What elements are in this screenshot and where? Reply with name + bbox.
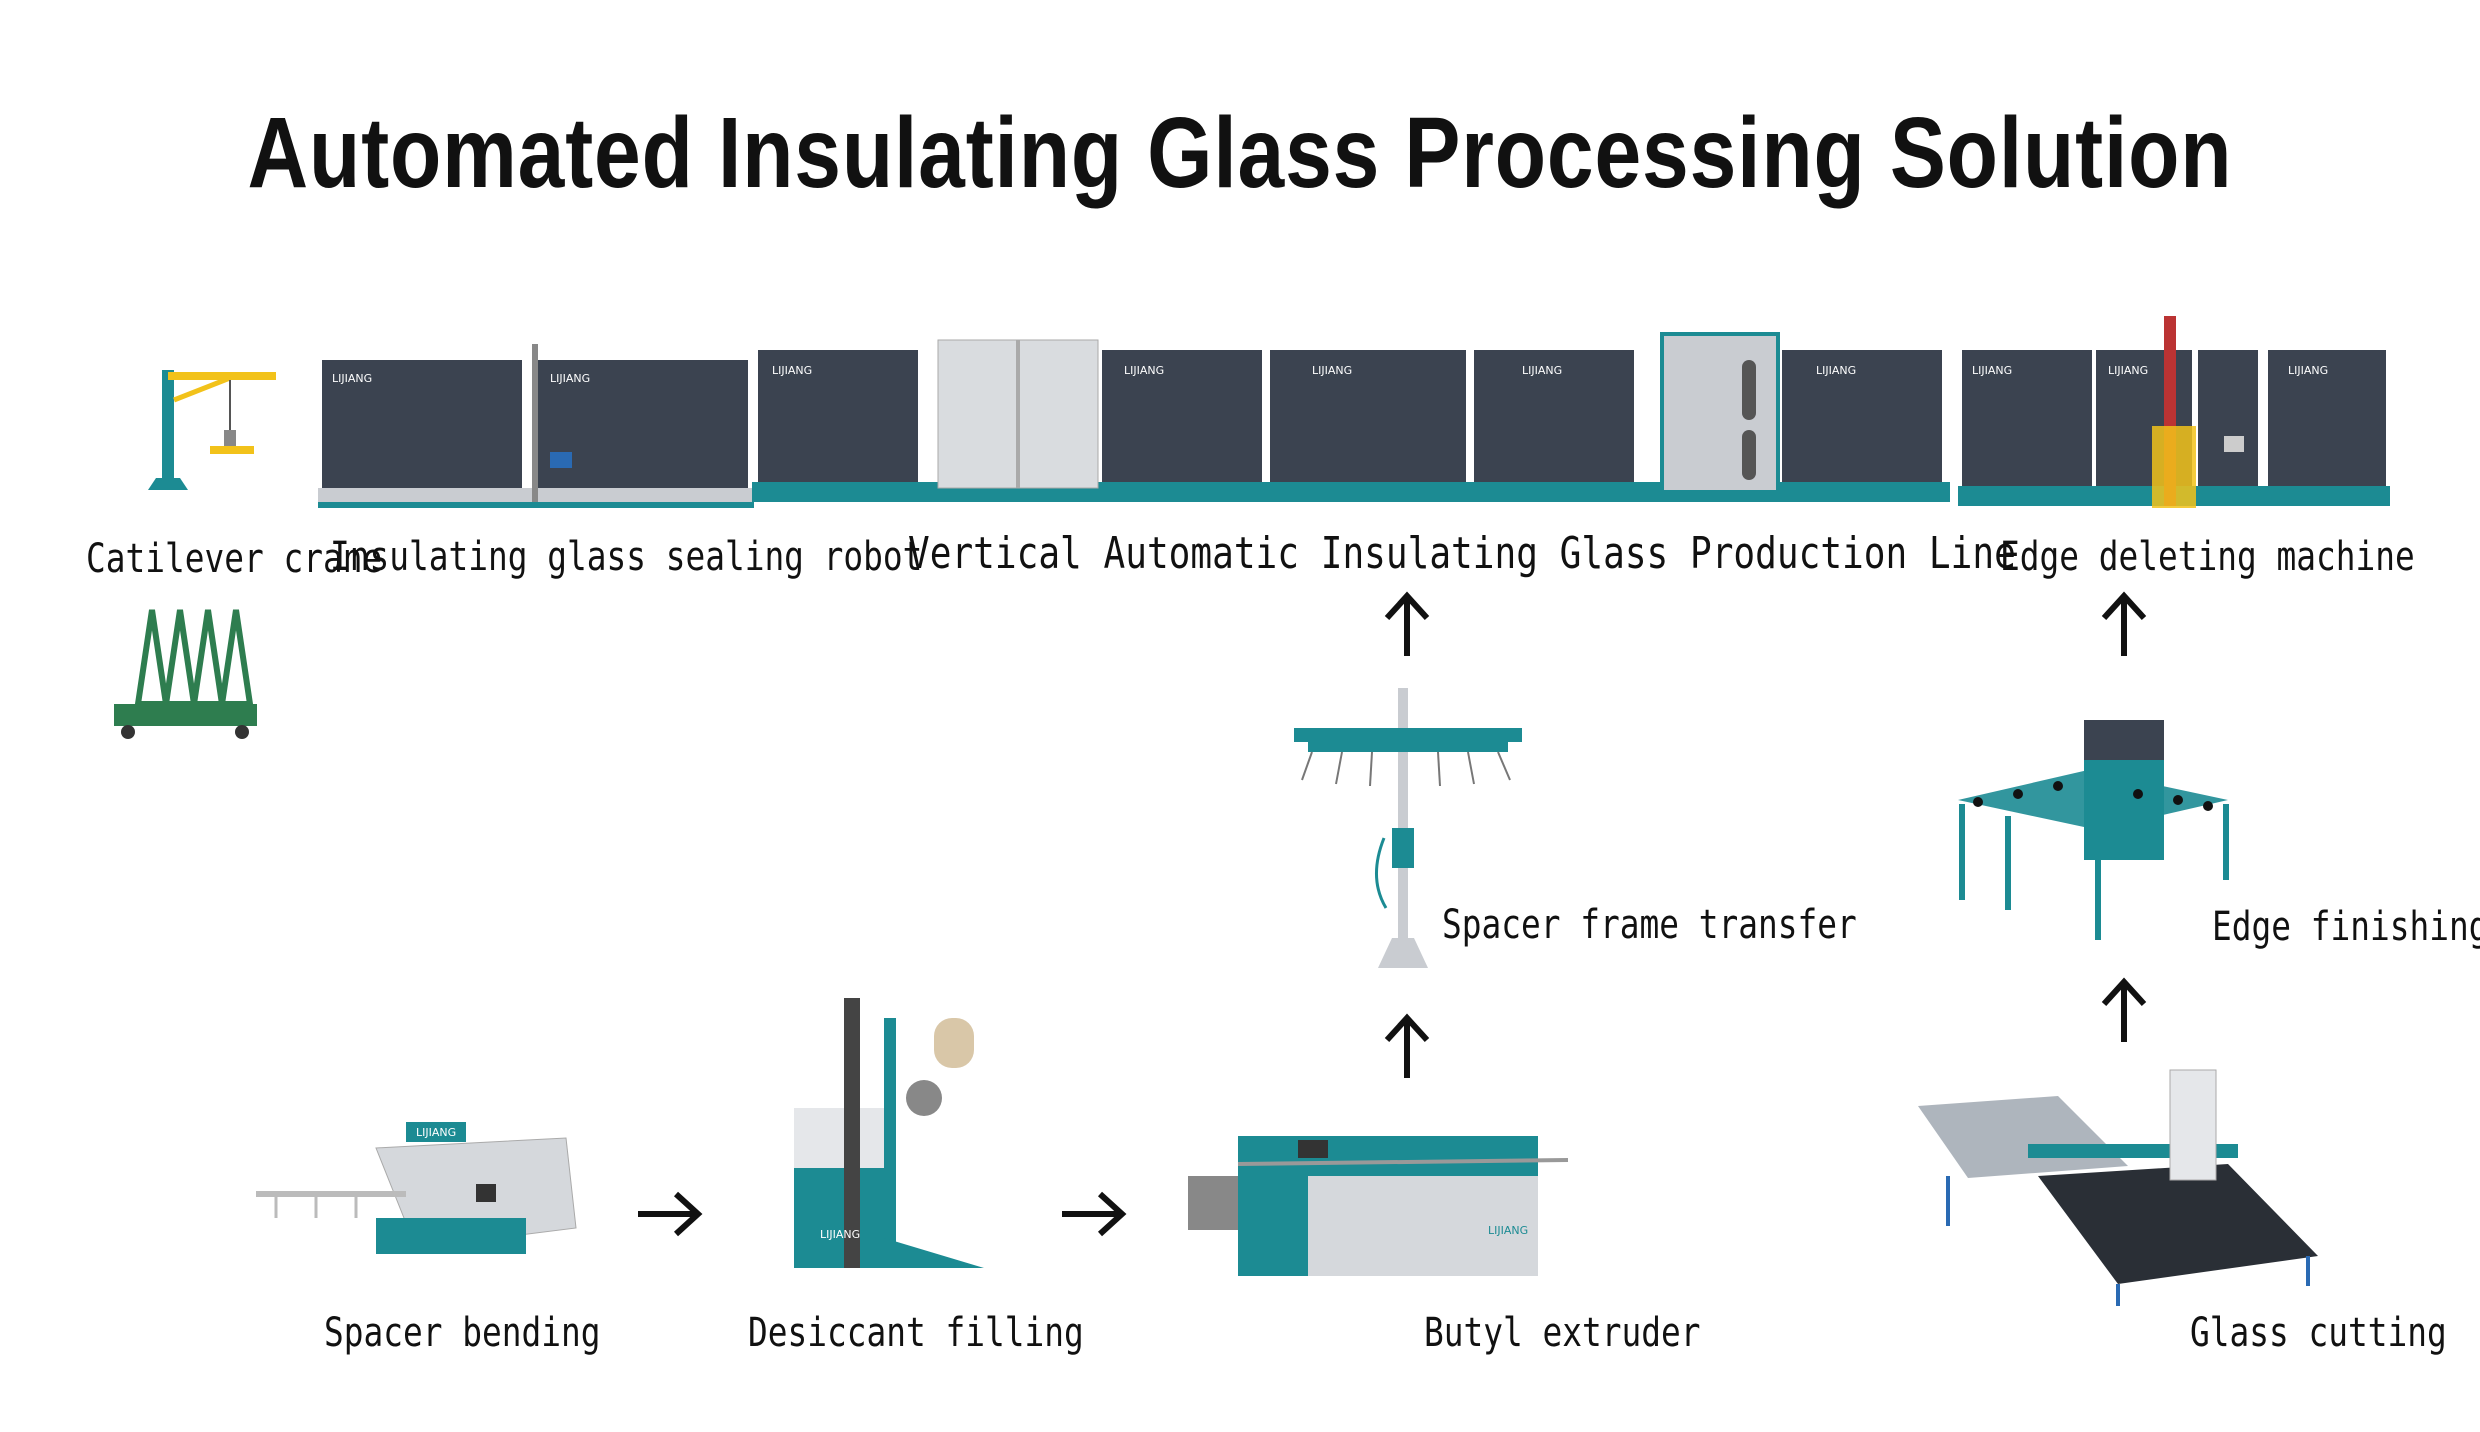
arrow-up-icon xyxy=(1384,591,1430,656)
brand-logo-11: LIJIANG xyxy=(416,1126,456,1139)
glass-cutting-table-image xyxy=(1918,1069,2318,1306)
label-spacer-bending: Spacer bending xyxy=(324,1310,601,1356)
brand-logo-5: LIJIANG xyxy=(1312,364,1352,377)
sealing-robot-image: LIJIANG LIJIANG xyxy=(318,344,754,508)
label-crane: Catilever crane xyxy=(86,536,383,582)
spacer-bending-machine-image: LIJIANG xyxy=(256,1122,577,1254)
label-desiccant: Desiccant filling xyxy=(748,1310,1084,1356)
arrow-right-icon xyxy=(1062,1191,1127,1237)
brand-logo-10: LIJIANG xyxy=(2288,364,2328,377)
production-line-image: LIJIANG LIJIANG LIJIANG LIJIANG LIJIANG xyxy=(752,332,1950,502)
brand-logo-3: LIJIANG xyxy=(772,364,812,377)
arrow-up-icon xyxy=(2101,977,2147,1042)
label-edge-deleting: Edge deleting machine xyxy=(2000,534,2415,580)
brand-logo-9: LIJIANG xyxy=(2108,364,2148,377)
label-sealing-robot: Insulating glass sealing robot xyxy=(330,534,923,580)
cantilever-crane-image xyxy=(148,370,276,490)
brand-logo-4: LIJIANG xyxy=(1124,364,1164,377)
brand-logo-12: LIJIANG xyxy=(820,1228,860,1241)
butyl-extruder-machine-image: LIJIANG xyxy=(1188,1136,1569,1276)
brand-logo-8: LIJIANG xyxy=(1972,364,2012,377)
label-spacer-transfer: Spacer frame transfer xyxy=(1442,902,1857,948)
edge-finishing-image xyxy=(1958,720,2229,940)
brand-logo-1: LIJIANG xyxy=(332,372,372,385)
page-title: Automated Insulating Glass Processing So… xyxy=(247,97,2233,209)
brand-logo-13: LIJIANG xyxy=(1488,1224,1528,1237)
glass-rack-image xyxy=(114,609,257,739)
label-glass-cutting: Glass cutting xyxy=(2190,1310,2447,1356)
label-edge-finishing: Edge finishing xyxy=(2212,904,2480,950)
edge-deleting-machine-image: LIJIANG LIJIANG LIJIANG xyxy=(1958,316,2390,508)
label-butyl: Butyl extruder xyxy=(1424,1310,1701,1356)
arrow-up-icon xyxy=(1384,1013,1430,1078)
arrow-up-icon xyxy=(2101,591,2147,656)
brand-logo-2: LIJIANG xyxy=(550,372,590,385)
brand-logo-7: LIJIANG xyxy=(1816,364,1856,377)
brand-logo-6: LIJIANG xyxy=(1522,364,1562,377)
desiccant-filling-machine-image: LIJIANG xyxy=(794,998,984,1268)
label-production-line: Vertical Automatic Insulating Glass Prod… xyxy=(908,528,2016,579)
spacer-frame-transfer-image xyxy=(1294,688,1522,968)
arrow-right-icon xyxy=(638,1191,703,1237)
